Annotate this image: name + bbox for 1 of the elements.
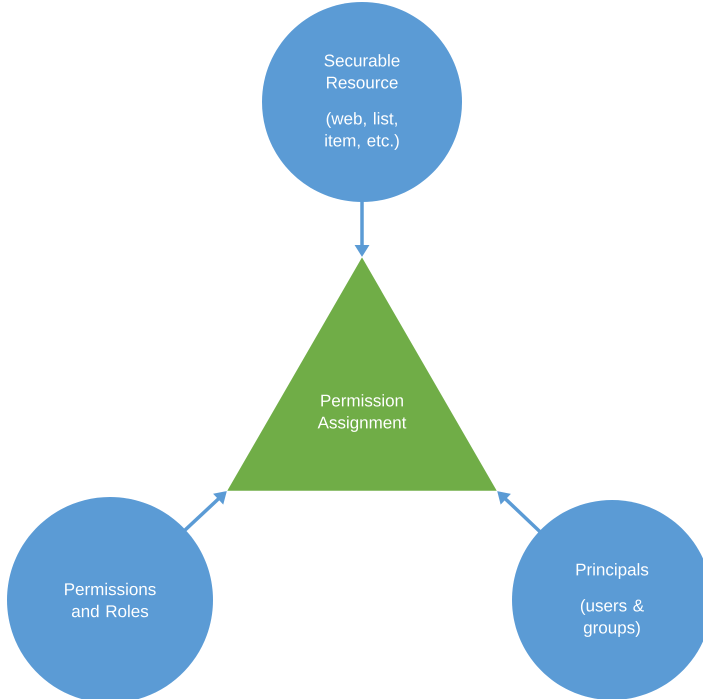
assignment-triangle: Permission Assignment (227, 257, 497, 491)
